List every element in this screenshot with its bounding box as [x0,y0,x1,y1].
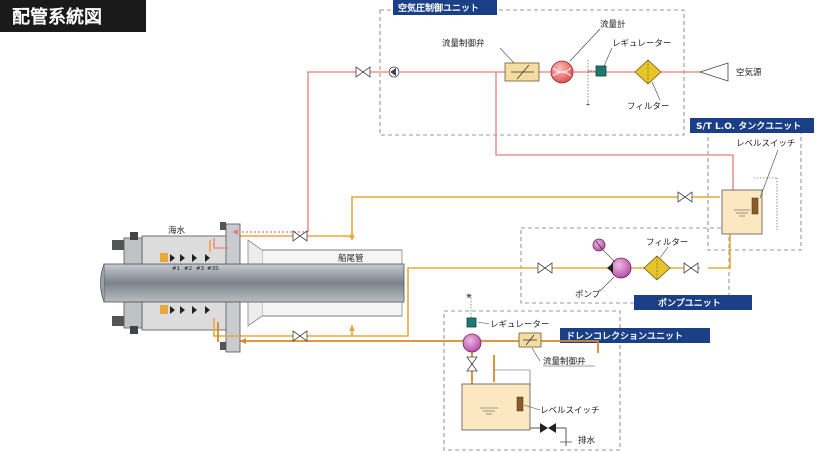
drain-unit-box [443,310,621,451]
pump-motor-icon [592,238,616,263]
air-lines [228,71,734,233]
air-source-label: 空気源 [736,67,762,78]
flow-arrow-left-icon [232,229,238,235]
level-switch-tank-label: レベルスイッチ [736,139,796,149]
seal-3s-label: #3S [207,266,219,272]
seal-1-label: #1 [172,266,180,272]
pump-icon [607,257,632,279]
pump-valve-right-icon [683,262,699,274]
check-valve-icon [388,66,400,78]
filter-pump-icon [643,255,671,281]
drain-pump-icon [462,333,482,353]
stern-tube-assembly [100,222,405,353]
svg-text:ドレンコレクションユニット: ドレンコレクションユニット [566,331,683,342]
svg-text:配管系統図: 配管系統図 [12,6,102,28]
drain-label: 排水 [578,435,596,446]
flow-control-valve-drain-icon [518,332,542,348]
flow-meter-label: 流量計 [600,19,626,30]
drain-unit-header: ドレンコレクションユニット [560,328,710,343]
filter-air-label: フィルター [627,102,669,112]
svg-text:⏚: ⏚ [585,101,591,108]
air-gate-valve-icon [355,66,371,78]
regulator-drain-icon: ⋇ [466,292,477,328]
drain-gate-valve-icon [466,356,478,372]
air-source-icon [698,62,729,82]
drain-tank-icon [461,369,531,431]
flow-arrow-up-icon [349,232,355,238]
filter-air-icon [634,59,662,85]
lo-tank-icon [721,189,763,235]
svg-text:⋇: ⋇ [466,292,472,300]
seal-gate-valve-bottom-icon [292,330,308,342]
flow-meter-icon [550,60,574,84]
svg-text:空気圧制御ユニット: 空気圧制御ユニット [398,2,479,14]
svg-text:S/T L.O. タンクユニット: S/T L.O. タンクユニット [696,120,801,132]
tank-unit-header: S/T L.O. タンクユニット [690,118,814,133]
flow-valve-drain-label: 流量制御弁 [543,356,586,367]
pump-unit-header: ポンプユニット [634,295,752,310]
seal-3-label: #3 [196,266,205,272]
flow-control-valve-air-icon [504,62,540,82]
pump-valve-left-icon [537,262,553,274]
regulator-air-label: レギュレーター [612,39,671,49]
flow-arrow-left-icon [240,338,246,344]
stern-tube-label: 船尾管 [338,253,364,264]
seawater-label: 海水 [168,225,186,236]
level-switch-drain-label: レベルスイッチ [540,406,600,416]
tank-gate-valve-icon [677,191,693,203]
seal-gate-valve-top-icon [292,230,308,242]
flow-arrow-up-icon [349,325,355,331]
air-unit-header: 空気圧制御ユニット [393,0,497,15]
svg-text:ポンプユニット: ポンプユニット [658,297,721,309]
diagram-title: 配管系統図 [0,0,146,32]
pump-label: ポンプ [575,290,601,300]
seal-2-label: #2 [184,266,192,272]
filter-pump-label: フィルター [646,238,688,248]
pump-unit-box [520,227,730,304]
drain-valve-icon [530,423,572,446]
regulator-drain-label: レギュレーター [490,320,549,330]
flow-valve-air-label: 流量制御弁 [442,38,485,49]
regulator-air-icon: ⏚ [585,60,607,108]
